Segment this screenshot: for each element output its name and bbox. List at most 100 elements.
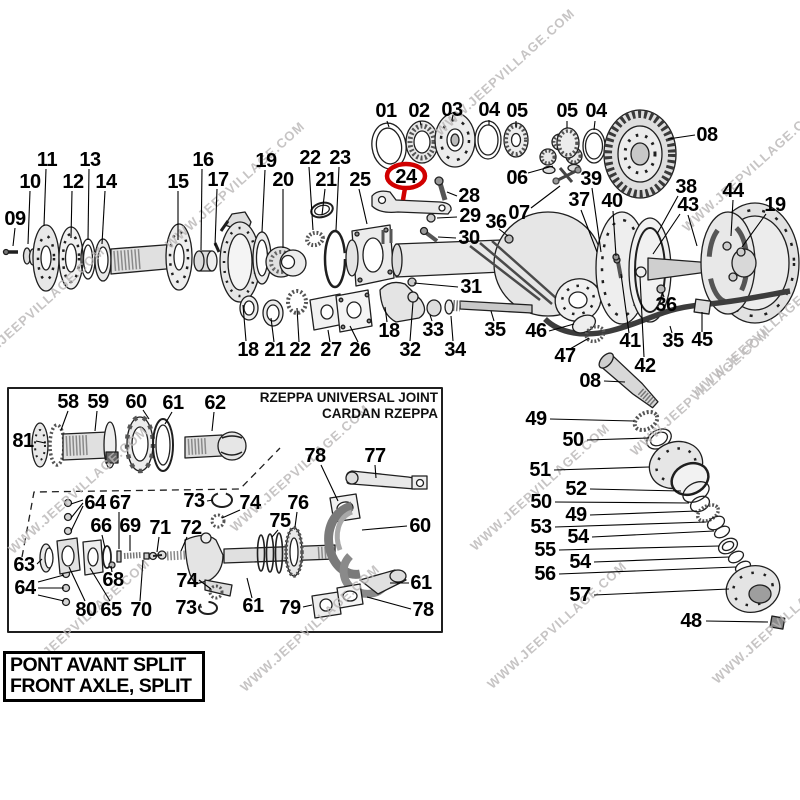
part-label-05: 05 — [556, 100, 578, 122]
part-label-37: 37 — [568, 189, 590, 211]
part-label-80: 80 — [75, 599, 97, 621]
part-label-46: 46 — [525, 320, 547, 342]
part-label-27: 27 — [320, 339, 342, 361]
part-label-19: 19 — [764, 194, 786, 216]
part-label-60: 60 — [125, 391, 147, 413]
part-label-53: 53 — [530, 516, 552, 538]
part-label-29: 29 — [459, 205, 481, 227]
part-label-65: 65 — [100, 599, 122, 621]
axle-housing-drawing — [379, 211, 672, 325]
inset-knuckle-art — [311, 470, 428, 619]
caption-line-english: FRONT AXLE, SPLIT — [10, 675, 192, 697]
part-label-12: 12 — [62, 171, 84, 193]
part-label-07: 07 — [508, 202, 530, 224]
part-label-24: 24 — [395, 166, 417, 188]
part-label-40: 40 — [601, 190, 623, 212]
part-label-17: 17 — [207, 169, 229, 191]
part-label-21: 21 — [315, 169, 337, 191]
washer-04b-drawing — [582, 128, 606, 164]
part-label-41: 41 — [619, 330, 641, 352]
part-label-19: 19 — [255, 150, 277, 172]
part-label-49: 49 — [525, 408, 547, 430]
part-label-48: 48 — [680, 610, 702, 632]
part-label-10: 10 — [19, 171, 41, 193]
part-label-04: 04 — [585, 100, 607, 122]
part-label-08: 08 — [579, 370, 601, 392]
part-label-60: 60 — [409, 515, 431, 537]
part-label-75: 75 — [269, 510, 291, 532]
part-label-18: 18 — [378, 320, 400, 342]
part-label-09: 09 — [4, 208, 26, 230]
part-label-78: 78 — [304, 445, 326, 467]
retainer-ring-01-drawing — [371, 122, 407, 170]
part-label-54: 54 — [569, 551, 591, 573]
part-label-20: 20 — [272, 169, 294, 191]
part-label-21: 21 — [264, 339, 286, 361]
part-label-44: 44 — [722, 180, 744, 202]
diff-case-03-drawing — [434, 112, 476, 168]
part-label-74: 74 — [239, 492, 261, 514]
part-label-04: 04 — [478, 99, 500, 121]
part-label-36: 36 — [485, 211, 507, 233]
part-label-36: 36 — [655, 294, 677, 316]
part-label-61: 61 — [242, 595, 264, 617]
inset-title: RZEPPA UNIVERSAL JOINT CARDAN RZEPPA — [260, 390, 438, 422]
part-label-59: 59 — [87, 391, 109, 413]
part-label-76: 76 — [287, 492, 309, 514]
part-label-77: 77 — [364, 445, 386, 467]
diagram-caption-box: PONT AVANT SPLIT FRONT AXLE, SPLIT — [3, 651, 205, 702]
part-label-01: 01 — [375, 100, 397, 122]
part-label-42: 42 — [634, 355, 656, 377]
ring-gear-08-drawing — [603, 109, 677, 199]
bell-housing-25-drawing — [345, 224, 395, 287]
steering-knuckle-left-drawing — [219, 211, 272, 303]
steering-arm-24-drawing — [371, 176, 452, 223]
part-label-66: 66 — [90, 515, 112, 537]
part-label-13: 13 — [79, 149, 101, 171]
part-label-74: 74 — [176, 570, 198, 592]
inset-title-line1: RZEPPA UNIVERSAL JOINT — [259, 390, 438, 405]
part-label-54: 54 — [567, 526, 589, 548]
part-label-22: 22 — [289, 339, 311, 361]
part-label-73: 73 — [183, 490, 205, 512]
side-gear-05b-drawing — [556, 127, 580, 159]
part-label-35: 35 — [484, 319, 506, 341]
part-label-45: 45 — [691, 329, 713, 351]
part-label-50: 50 — [530, 491, 552, 513]
track-bar-drawing — [543, 288, 791, 337]
part-label-08: 08 — [696, 124, 718, 146]
part-label-35: 35 — [662, 330, 684, 352]
inset-border — [7, 387, 443, 633]
bottom-seals-gaskets-drawing — [239, 289, 373, 333]
part-label-51: 51 — [529, 459, 551, 481]
side-gear-05-drawing — [503, 122, 529, 158]
part-label-28: 28 — [458, 185, 480, 207]
part-label-03: 03 — [441, 99, 463, 121]
part-label-64: 64 — [14, 577, 36, 599]
part-label-18: 18 — [237, 339, 259, 361]
part-label-26: 26 — [349, 339, 371, 361]
axle-shaft-left-assembly-drawing — [2, 223, 221, 292]
part-label-39: 39 — [580, 168, 602, 190]
cross-shaft-07-drawing — [552, 166, 582, 185]
part-label-43: 43 — [677, 194, 699, 216]
part-label-70: 70 — [130, 599, 152, 621]
part-label-62: 62 — [204, 392, 226, 414]
part-label-71: 71 — [149, 517, 171, 539]
part-label-34: 34 — [444, 339, 466, 361]
part-label-22: 22 — [299, 147, 321, 169]
caption-line-french: PONT AVANT SPLIT — [10, 654, 186, 676]
part-label-05: 05 — [506, 100, 528, 122]
part-label-25: 25 — [349, 169, 371, 191]
part-label-33: 33 — [422, 319, 444, 341]
inset-rzeppa-art — [21, 414, 281, 558]
part-label-50: 50 — [562, 429, 584, 451]
part-label-81: 81 — [12, 430, 34, 452]
cardan-joint-drawing — [265, 201, 347, 289]
part-label-52: 52 — [565, 478, 587, 500]
part-label-30: 30 — [458, 227, 480, 249]
part-label-61: 61 — [162, 392, 184, 414]
part-label-11: 11 — [36, 149, 58, 171]
part-label-16: 16 — [192, 149, 214, 171]
part-label-32: 32 — [399, 339, 421, 361]
